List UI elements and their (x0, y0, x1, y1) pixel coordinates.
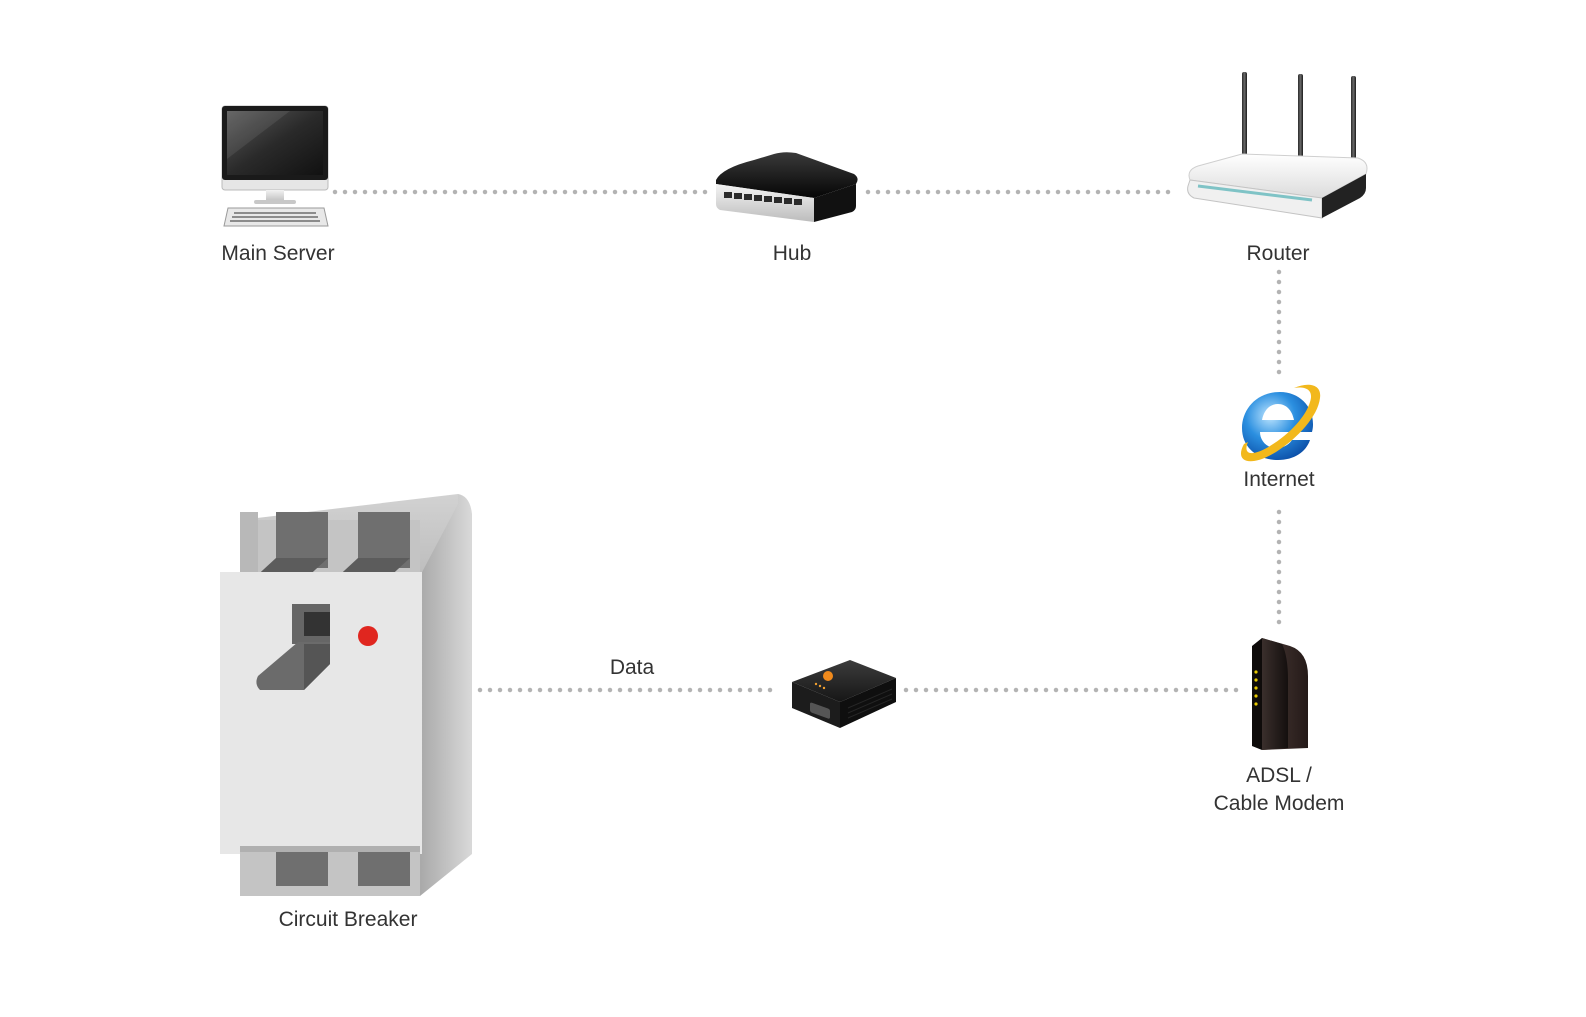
circuit-breaker-label: Circuit Breaker (278, 908, 418, 931)
main-server-label: Main Server (221, 242, 335, 265)
internet-label: Internet (1243, 468, 1315, 491)
modem-icon (1252, 638, 1308, 750)
modem-label: ADSL / Cable Modem (1214, 762, 1345, 818)
circuit-breaker-icon (220, 494, 472, 896)
data-link-label: Data (609, 656, 655, 679)
internet-explorer-icon (1240, 384, 1321, 462)
network-hub-icon (716, 152, 858, 222)
data-gateway-icon (792, 660, 896, 728)
desktop-computer-icon (221, 105, 329, 227)
wireless-router-icon (1187, 72, 1368, 219)
hub-label: Hub (772, 242, 812, 265)
modem-label-line1: ADSL / (1246, 764, 1312, 787)
modem-label-line2: Cable Modem (1213, 792, 1345, 815)
router-label: Router (1246, 242, 1310, 265)
